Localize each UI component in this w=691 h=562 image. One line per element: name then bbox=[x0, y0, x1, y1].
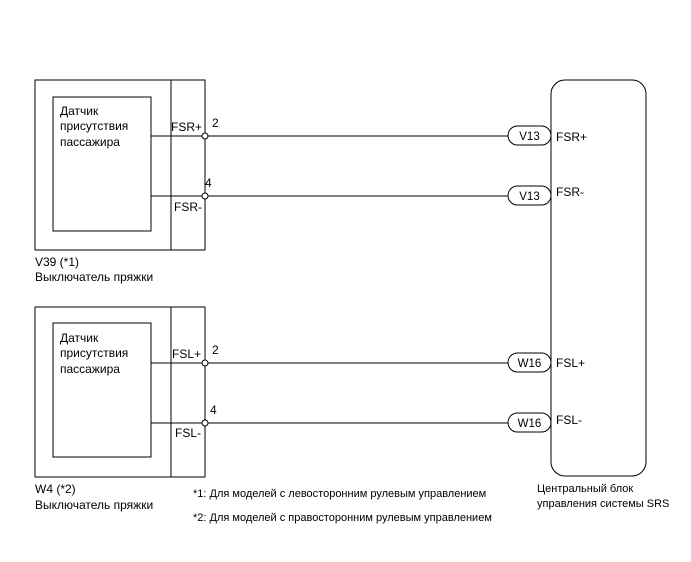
connector-badge-v13-1 bbox=[507, 125, 552, 146]
switch-v39-code: V39 (*1) bbox=[35, 255, 79, 269]
buckle-switch-v39: Датчик присутствия пассажира FSR+ FSR- 2… bbox=[34, 79, 219, 284]
sensor-2-line-2: присутствия bbox=[60, 346, 128, 360]
sensor-2-line-3: пассажира bbox=[60, 362, 120, 376]
terminal-circle-fsl-minus bbox=[201, 419, 209, 427]
ecu-terminal-fsl-plus: FSL+ bbox=[556, 356, 585, 370]
connector-badge-w16-1 bbox=[507, 352, 552, 373]
connector-label-w16-1: W16 bbox=[518, 358, 542, 370]
switch-v39-title: Выключатель пряжки bbox=[35, 270, 153, 284]
pin-number-fsr-minus: 4 bbox=[205, 176, 212, 190]
terminal-label-fsl-plus: FSL+ bbox=[172, 347, 201, 361]
passenger-sensor-box-1 bbox=[52, 96, 152, 232]
footnote-1: *1: Для моделей с левосторонним рулевым … bbox=[193, 488, 486, 500]
terminal-label-fsr-minus: FSR- bbox=[174, 200, 202, 214]
ecu-name-line-2: управления системы SRS bbox=[537, 498, 669, 510]
terminal-circle-fsl-plus bbox=[201, 359, 209, 367]
sensor-1-line-3: пассажира bbox=[60, 135, 120, 149]
switch-v39-outer-box bbox=[34, 79, 206, 251]
srs-ecu: V13 FSR+ V13 FSR- W16 FSL+ W16 FSL- Цент… bbox=[507, 79, 669, 510]
srs-ecu-box bbox=[550, 79, 647, 477]
harness-wires bbox=[201, 132, 508, 427]
ecu-terminal-fsr-plus: FSR+ bbox=[556, 130, 587, 144]
sensor-1-line-1: Датчик bbox=[60, 104, 99, 118]
connector-label-w16-2: W16 bbox=[518, 418, 542, 430]
terminal-circle-fsr-minus bbox=[201, 192, 209, 200]
sensor-2-line-1: Датчик bbox=[60, 331, 99, 345]
pin-number-fsr-plus: 2 bbox=[212, 116, 219, 130]
terminal-label-fsr-plus: FSR+ bbox=[171, 120, 202, 134]
passenger-sensor-box-2 bbox=[52, 322, 152, 458]
connector-label-v13-2: V13 bbox=[519, 191, 539, 203]
ecu-terminal-fsl-minus: FSL- bbox=[556, 413, 582, 427]
pin-number-fsl-minus: 4 bbox=[210, 403, 217, 417]
switch-w4-code: W4 (*2) bbox=[35, 482, 76, 496]
terminal-circle-fsr-plus bbox=[201, 132, 209, 140]
ecu-name-line-1: Центральный блок bbox=[537, 483, 633, 495]
terminal-label-fsl-minus: FSL- bbox=[175, 426, 201, 440]
ecu-terminal-fsr-minus: FSR- bbox=[556, 185, 584, 199]
pin-number-fsl-plus: 2 bbox=[212, 343, 219, 357]
connector-badge-w16-2 bbox=[507, 412, 552, 433]
buckle-switch-w4: Датчик присутствия пассажира FSL+ FSL- 2… bbox=[34, 306, 219, 512]
switch-w4-title: Выключатель пряжки bbox=[35, 498, 153, 512]
footnote-2: *2: Для моделей с правосторонним рулевым… bbox=[193, 512, 492, 524]
sensor-1-line-2: присутствия bbox=[60, 119, 128, 133]
switch-w4-outer-box bbox=[34, 306, 206, 478]
connector-badge-v13-2 bbox=[507, 185, 552, 206]
connector-label-v13-1: V13 bbox=[519, 131, 539, 143]
